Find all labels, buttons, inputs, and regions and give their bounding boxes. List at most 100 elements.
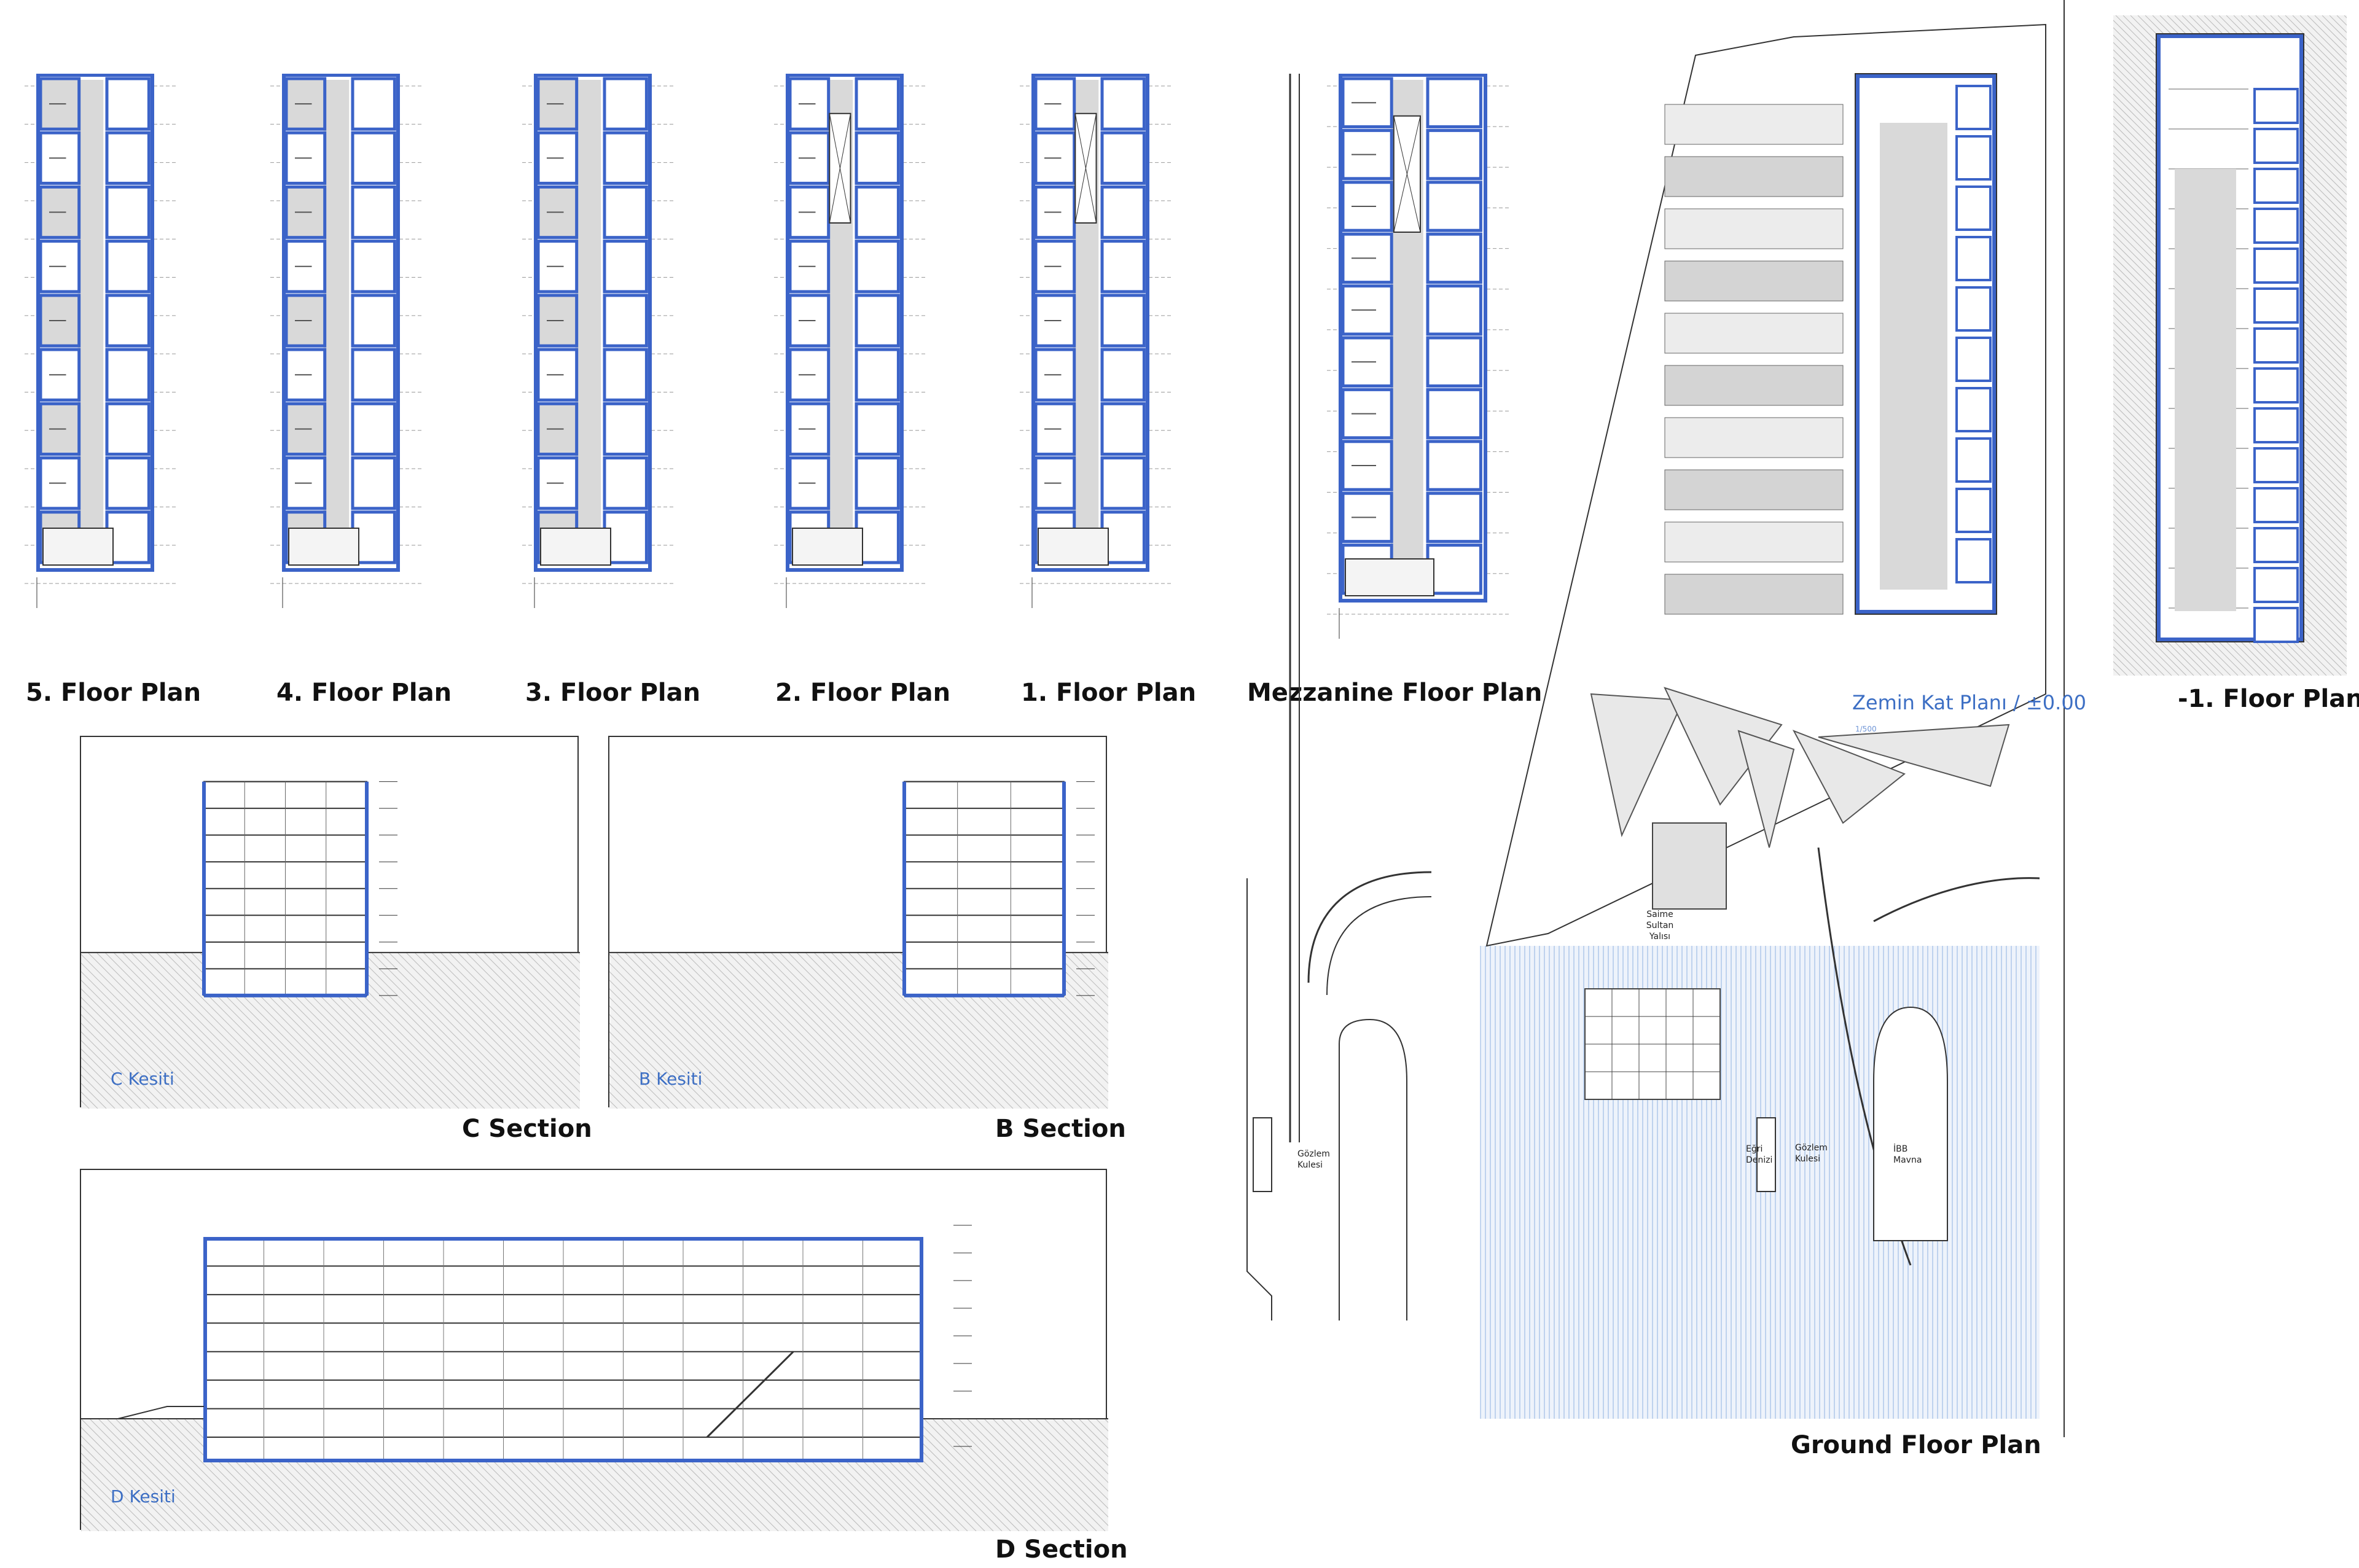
ground-room (1955, 437, 1992, 483)
ground-hatch-line (624, 952, 781, 1109)
basement-wall (2157, 34, 2303, 641)
basement-room (2253, 527, 2299, 563)
label-gozlem-kulesi-left: Gözlem Kulesi (1297, 1149, 1330, 1170)
ground-hatch-line (405, 952, 563, 1109)
ground-hatch-line (975, 1418, 1089, 1531)
ground-hatch-line (667, 952, 824, 1109)
ground-hatch-line (609, 962, 756, 1109)
basement-plan-svg (2113, 15, 2347, 676)
ground-hatch-line (839, 952, 996, 1109)
ground-hatch-line (423, 952, 580, 1109)
ground-hatch-line (139, 952, 296, 1109)
ground-hatch-line (856, 952, 1014, 1109)
ground-hatch-line (440, 952, 580, 1093)
ground-hatch-line (736, 952, 893, 1109)
ground-hatch-line (609, 1066, 652, 1109)
basement-room (2253, 208, 2299, 244)
landscape-island (1737, 730, 1795, 848)
outer-wall (1339, 74, 1487, 603)
caption-1-floor: 1. Floor Plan (1021, 679, 1197, 707)
mezz-boat (1339, 1018, 1407, 1320)
basement-room (2253, 287, 2299, 324)
section-d-sheet-title: D Kesiti (111, 1486, 176, 1507)
ground-building (1855, 73, 1997, 615)
ground-hatch-line (874, 952, 1031, 1109)
hatch-line (2233, 15, 2347, 129)
hatch-line (2226, 15, 2347, 136)
ground-room (1955, 236, 1992, 281)
ground-hatch-line (175, 1418, 289, 1531)
terrace (42, 528, 114, 566)
ground-hatch-line (770, 952, 928, 1109)
ground-hatch-line (354, 952, 511, 1109)
terrace (288, 528, 359, 566)
ground-hatch-line (1070, 1418, 1108, 1457)
pier-grid (1584, 988, 1721, 1100)
hatch-line (2113, 536, 2253, 676)
room-right (855, 77, 900, 131)
room-right (1426, 181, 1482, 232)
caption-2-floor: 2. Floor Plan (775, 679, 951, 707)
caption-5-floor: 5. Floor Plan (26, 679, 201, 707)
gozlem-kulesi-left (1253, 1117, 1272, 1192)
room-left (536, 402, 579, 456)
room-right (855, 185, 900, 240)
room-right (1426, 491, 1482, 544)
section-d-svg (81, 1225, 1108, 1531)
ground-hatch-line (96, 952, 253, 1109)
room-right (351, 131, 396, 185)
basement-room (2253, 248, 2299, 284)
room-right (855, 294, 900, 348)
ground-hatch-line (609, 1057, 661, 1109)
room-right (1426, 440, 1482, 491)
room-right (603, 77, 648, 131)
ground-hatch-line (609, 1023, 695, 1109)
ground-hatch-line (1046, 952, 1108, 1015)
basement-room (2253, 88, 2299, 124)
room-left (1341, 491, 1393, 544)
basement-room (2253, 447, 2299, 483)
ground-hatch-line (81, 962, 227, 1109)
basement-plan-drawing (2113, 15, 2347, 676)
basement-room (2253, 487, 2299, 523)
ground-hatch-line (81, 1005, 184, 1109)
ground-hatch-line (702, 952, 859, 1109)
ground-hatch-line (813, 952, 971, 1109)
ground-hatch-line (609, 1005, 713, 1109)
ground-hatch-line (184, 1418, 297, 1531)
terrace (792, 528, 863, 566)
ground-hatch-line (543, 952, 580, 989)
outer-wall (36, 74, 154, 572)
ground-hatch-line (81, 1074, 115, 1109)
ground-hatch-line (491, 952, 580, 1041)
hatch-line (2204, 15, 2347, 158)
ground-hatch-line (87, 952, 245, 1109)
ground-hatch-line (132, 1418, 246, 1531)
room-right (105, 402, 151, 456)
room-right (105, 510, 151, 564)
ground-hatch-line (166, 1418, 280, 1531)
room-right (603, 456, 648, 510)
yalisi-footprint (1652, 822, 1727, 910)
floor-plan-4-svg (270, 74, 424, 608)
room-right (603, 240, 648, 294)
label-egri-denizi: Eğri Denizi (1746, 1144, 1773, 1165)
outer-wall (282, 74, 400, 572)
section-c-svg (81, 781, 580, 1109)
room-right (855, 510, 900, 564)
room-right (1426, 77, 1482, 128)
ground-hatch-line (1061, 1418, 1108, 1466)
ground-hatch-line (609, 1040, 678, 1109)
parking-strip (1664, 521, 1844, 563)
ground-hatch-line (1044, 1418, 1108, 1483)
corridor-fill (323, 80, 350, 565)
parking-strip (1664, 156, 1844, 197)
ground-hatch-line (457, 952, 580, 1075)
basement-room (2253, 407, 2299, 443)
ground-hatch-line (659, 952, 816, 1109)
landscape-island (1664, 687, 1783, 806)
ground-hatch-line (397, 952, 554, 1109)
hatch-line (2113, 314, 2347, 549)
ground-hatch-line (141, 1418, 254, 1531)
room-right (855, 402, 900, 456)
